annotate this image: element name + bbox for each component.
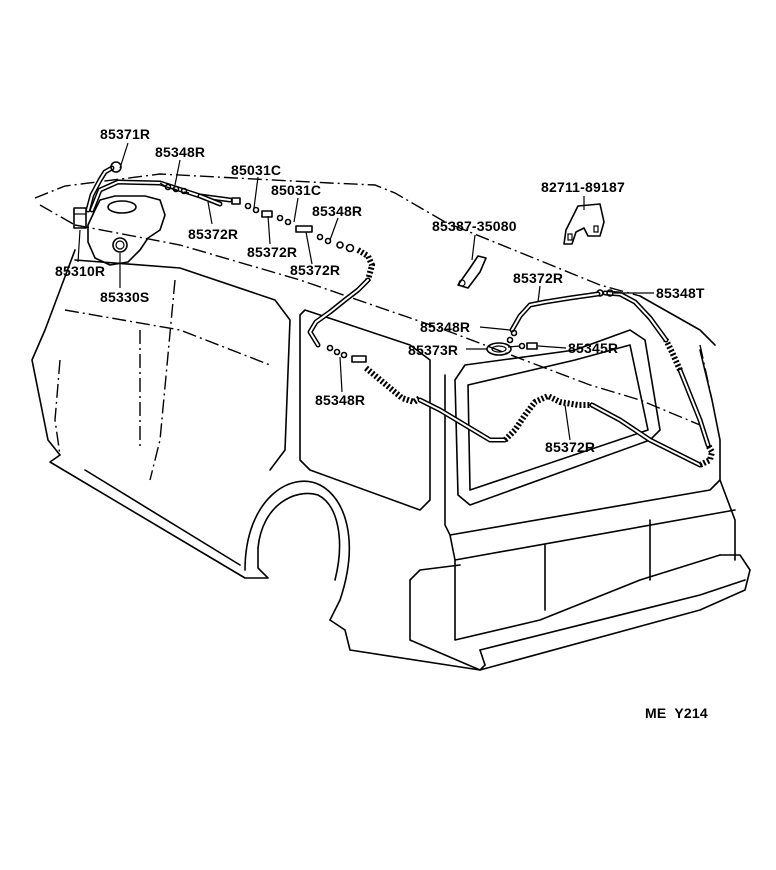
label-85330S: 85330S <box>100 289 149 305</box>
label-85373R: 85373R <box>408 342 458 358</box>
label-82711-89187: 82711-89187 <box>541 179 625 195</box>
label-85372R-rear: 85372R <box>513 270 563 286</box>
label-85348R-rear: 85348R <box>420 319 470 335</box>
vehicle-body-outline <box>31 173 751 671</box>
diagram-code: ME Y214 <box>645 705 708 721</box>
part-labels: 85371R 85348R 85031C 85031C 85348R 85372… <box>55 126 708 721</box>
label-85310R: 85310R <box>55 263 105 279</box>
label-85348T: 85348T <box>656 285 705 301</box>
label-85372R-second: 85372R <box>247 244 297 260</box>
label-85372R-third: 85372R <box>290 262 340 278</box>
label-85345R: 85345R <box>568 340 618 356</box>
label-85372R-first: 85372R <box>188 226 238 242</box>
label-85348R-lower: 85348R <box>315 392 365 408</box>
washer-hose-run <box>89 179 716 468</box>
washer-tank <box>73 161 166 266</box>
label-85031C-first: 85031C <box>231 162 281 178</box>
label-85348R-top: 85348R <box>155 144 205 160</box>
label-85348R-roof: 85348R <box>312 203 362 219</box>
leader-lines <box>77 142 654 441</box>
label-85371R: 85371R <box>100 126 150 142</box>
label-85031C-second: 85031C <box>271 182 321 198</box>
hose-connectors <box>164 183 355 253</box>
label-85387-35080: 85387-35080 <box>432 218 517 234</box>
wire-bracket <box>563 203 605 245</box>
hose-clip <box>457 255 487 289</box>
label-85372R-lower: 85372R <box>545 439 595 455</box>
